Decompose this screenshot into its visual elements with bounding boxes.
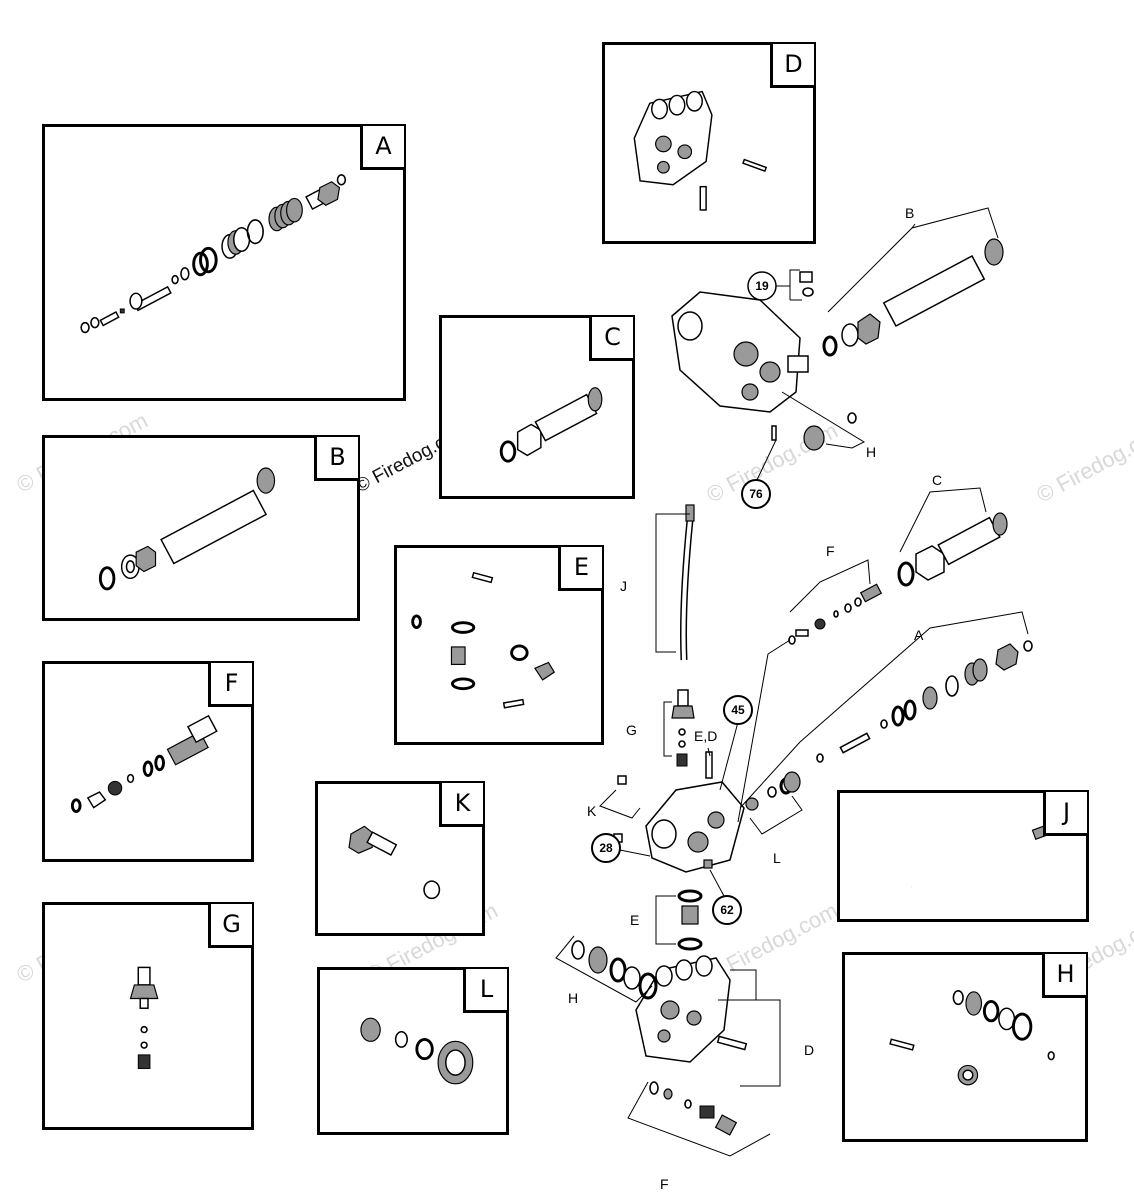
kit-box-j: J — [837, 790, 1089, 922]
kit-box-b: B — [42, 435, 360, 621]
kit-k-label: K — [439, 783, 483, 827]
callout-k: K — [587, 803, 597, 819]
kit-h-parts — [889, 990, 1055, 1086]
part-number-28: 28 — [599, 841, 613, 855]
kit-box-k: K — [315, 781, 485, 936]
callout-j: J — [620, 578, 627, 594]
callout-h-bottom: H — [568, 990, 579, 1006]
kit-box-c: C — [439, 315, 635, 499]
kit-b-label: B — [314, 437, 358, 481]
callout-l: L — [773, 850, 781, 866]
kit-box-d: D — [602, 42, 816, 244]
kit-box-f: F — [42, 661, 254, 862]
kit-c-label: C — [589, 317, 633, 361]
callout-e-d: E,D — [694, 728, 718, 744]
kit-l-parts — [360, 1017, 474, 1085]
callout-f-bottom: F — [660, 1176, 669, 1192]
callout-f: F — [826, 543, 835, 559]
kit-box-g: G — [42, 902, 254, 1130]
kit-box-h: H — [842, 952, 1088, 1142]
kit-box-e: E — [394, 545, 604, 745]
kit-g-label: G — [208, 904, 252, 948]
kit-f-parts — [70, 714, 218, 813]
callout-e-bottom: E — [630, 912, 640, 928]
kit-h-label: H — [1042, 954, 1086, 998]
kit-c-parts — [499, 387, 603, 463]
kit-d-label: D — [770, 44, 814, 88]
kit-e-label: E — [558, 547, 602, 591]
callout-g: G — [626, 722, 637, 738]
kit-box-l: L — [317, 967, 509, 1135]
callout-b: B — [905, 205, 915, 221]
callout-d-bottom: D — [804, 1042, 815, 1058]
kit-b-parts — [98, 467, 276, 591]
kit-l-label: L — [463, 969, 507, 1013]
kit-f-label: F — [208, 663, 252, 707]
part-number-76: 76 — [749, 487, 763, 501]
part-number-19: 19 — [755, 279, 769, 293]
kit-e-parts — [411, 571, 556, 709]
kit-g-parts — [129, 966, 159, 1069]
kit-a-parts — [80, 174, 347, 334]
kit-k-parts — [348, 825, 441, 900]
callout-c: C — [932, 472, 943, 488]
callout-h-top: H — [866, 444, 877, 460]
kit-j-label: J — [1043, 792, 1087, 836]
part-number-62: 62 — [720, 903, 734, 917]
kit-j-parts — [910, 824, 1051, 888]
part-number-45: 45 — [731, 703, 745, 717]
kit-box-a: A — [42, 124, 406, 401]
callout-a: A — [914, 627, 924, 643]
kit-a-label: A — [360, 126, 404, 170]
kit-d-parts — [633, 90, 768, 211]
